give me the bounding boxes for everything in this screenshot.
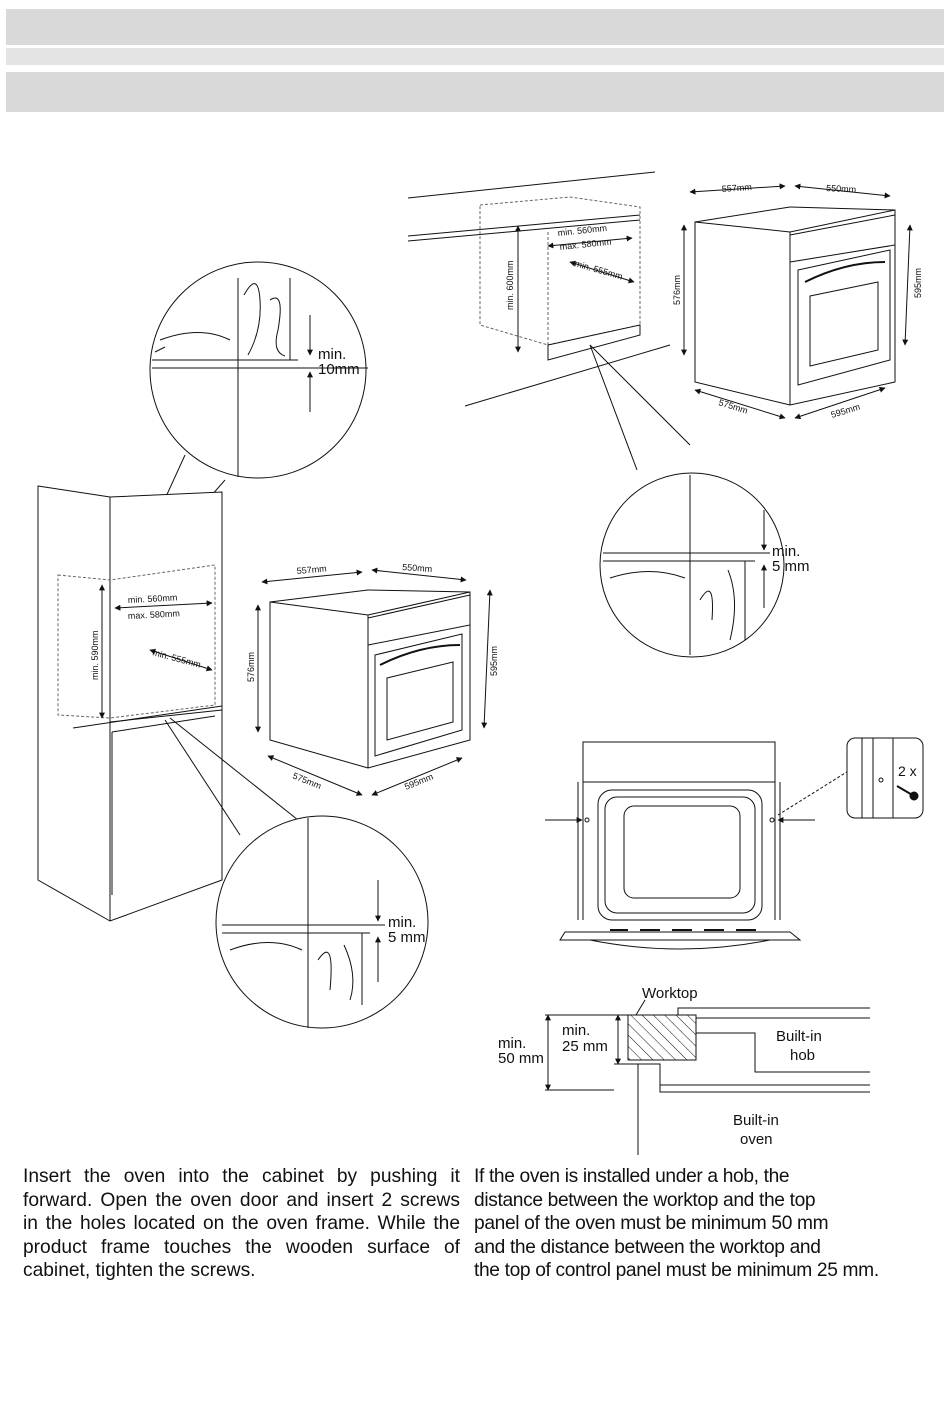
- column-cabinet: [37, 485, 223, 922]
- top-oven-width: 557mm: [721, 182, 752, 194]
- header-band-3: [6, 72, 944, 112]
- instruction-right-line: panel of the oven must be minimum 50 mm: [474, 1213, 829, 1234]
- top-oven-depth: 550mm: [826, 183, 856, 195]
- top-cabinet-max-width: max. 580mm: [559, 237, 612, 252]
- top-oven: [681, 183, 913, 420]
- instruction-right-line: If the oven is installed under a hob, th…: [474, 1166, 790, 1187]
- top-oven-bottom-depth: 575mm: [717, 397, 749, 415]
- front-view-oven: [545, 741, 851, 950]
- instruction-left-line: forward. Open the oven door and insert 2…: [23, 1189, 460, 1211]
- detail-right-min: min.: [772, 543, 800, 560]
- column-cabinet-min-height: min. 590mm: [90, 630, 100, 680]
- detail-circle-right: [589, 344, 785, 658]
- top-oven-bottom-width: 595mm: [830, 402, 862, 420]
- header-band-1: [6, 9, 944, 45]
- instruction-right-line: distance between the worktop and the top: [474, 1189, 816, 1211]
- instruction-right-line: the top of control panel must be minimum…: [474, 1260, 879, 1281]
- hob-min25-b: 25 mm: [562, 1038, 608, 1055]
- built-in-hob-label-a: Built-in: [776, 1028, 822, 1045]
- instruction-right-line: and the distance between the worktop and: [474, 1236, 821, 1258]
- instruction-left-line: in the holes located on the oven frame. …: [23, 1213, 460, 1234]
- detail-circle-bottom: [164, 717, 429, 1029]
- mid-oven-height-left: 576mm: [246, 652, 256, 682]
- column-cabinet-max-width: max. 580mm: [128, 608, 180, 621]
- built-in-oven-label-b: oven: [740, 1131, 773, 1148]
- top-cabinet-min-height: min. 600mm: [505, 260, 515, 310]
- top-cabinet-min-width: min. 560mm: [557, 223, 607, 238]
- instruction-left-line: cabinet, tighten the screws.: [23, 1260, 256, 1281]
- mid-oven-depth: 550mm: [402, 562, 433, 574]
- top-cabinet-min-depth: min. 555mm: [573, 258, 623, 281]
- mid-oven-height-right: 595mm: [489, 646, 499, 676]
- screw-detail-inset: [846, 737, 924, 819]
- detail-right-value: 5 mm: [772, 558, 810, 575]
- hob-min50-b: 50 mm: [498, 1050, 544, 1067]
- instruction-insert-oven: Insert the oven into the cabinet by push…: [23, 1165, 460, 1283]
- hob-worktop-label: Worktop: [642, 985, 698, 1002]
- hob-min50-a: min.: [498, 1035, 526, 1052]
- hob-min25-a: min.: [562, 1022, 590, 1039]
- top-cabinet-niche: [407, 171, 671, 407]
- built-in-oven-label-a: Built-in: [733, 1112, 779, 1129]
- top-oven-height-left: 576mm: [672, 275, 682, 305]
- column-cabinet-min-width: min. 560mm: [128, 592, 178, 605]
- built-in-hob-label-b: hob: [790, 1047, 815, 1064]
- header-band-2: [6, 48, 944, 65]
- installation-drawing: min. 600mm min. 560mm max. 580mm min. 55…: [37, 171, 924, 1155]
- hob-section-drawing: [545, 999, 870, 1155]
- instruction-left-line: Insert the oven into the cabinet by push…: [23, 1166, 460, 1187]
- instruction-left-line: product frame touches the wooden surface…: [23, 1236, 460, 1258]
- detail-bottom-value: 5 mm: [388, 929, 426, 946]
- detail-bottom-min: min.: [388, 914, 416, 931]
- screw-count: 2 x: [898, 763, 917, 779]
- mid-oven: [255, 567, 493, 796]
- instruction-under-hob: If the oven is installed under a hob, th…: [474, 1165, 934, 1283]
- mid-oven-width: 557mm: [296, 563, 327, 576]
- detail-top-left-min: min.: [318, 346, 346, 363]
- top-oven-height-right: 595mm: [913, 268, 923, 298]
- mid-oven-bottom-width: 595mm: [403, 771, 435, 792]
- mid-oven-bottom-depth: 575mm: [291, 771, 323, 792]
- detail-top-left-value: 10mm: [318, 361, 360, 378]
